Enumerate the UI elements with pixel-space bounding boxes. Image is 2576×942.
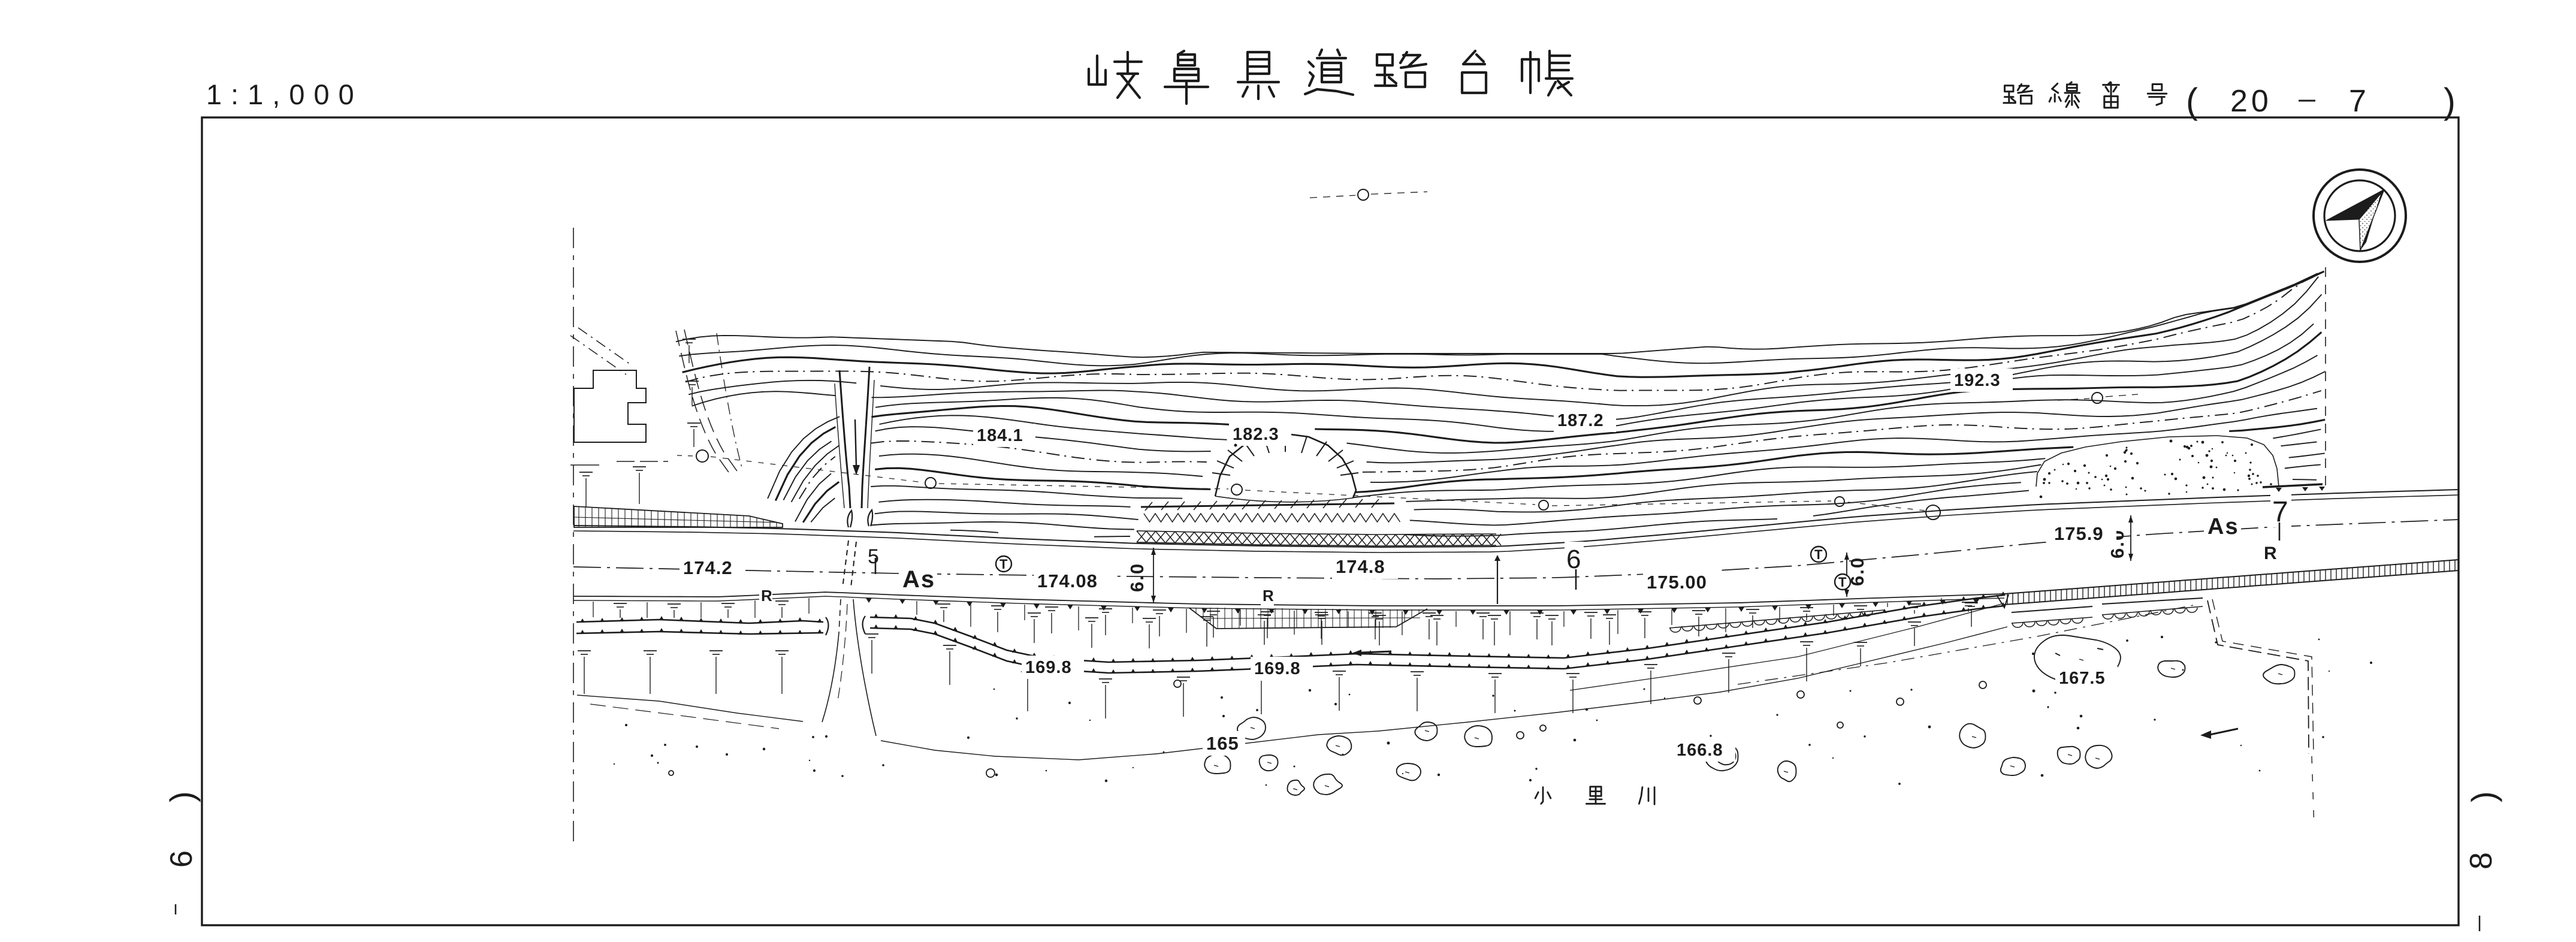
svg-text:7: 7 <box>2349 84 2366 119</box>
svg-text:R: R <box>1263 587 1274 605</box>
svg-text:174.2: 174.2 <box>683 557 733 578</box>
svg-text:R: R <box>2264 544 2277 563</box>
svg-text:169.8: 169.8 <box>1025 658 1072 677</box>
svg-text:1:1,000: 1:1,000 <box>206 78 363 110</box>
svg-text:167.5: 167.5 <box>2059 669 2106 688</box>
svg-text:As: As <box>902 566 935 593</box>
svg-text:(: ( <box>2186 81 2198 121</box>
svg-text:182.3: 182.3 <box>1233 425 1279 444</box>
svg-text:7: 7 <box>2272 496 2288 528</box>
svg-text:6: 6 <box>1566 545 1581 574</box>
svg-text:6: 6 <box>164 850 199 868</box>
svg-text:20: 20 <box>2230 84 2272 119</box>
svg-text:R: R <box>761 587 772 605</box>
svg-text:): ) <box>2444 81 2456 121</box>
svg-text:166.8: 166.8 <box>1677 741 1723 760</box>
svg-text:187.2: 187.2 <box>1557 411 1604 430</box>
svg-text:T: T <box>1838 575 1847 590</box>
svg-text:184.1: 184.1 <box>977 426 1023 445</box>
svg-text:174.8: 174.8 <box>1336 556 1385 577</box>
svg-text:192.3: 192.3 <box>1954 371 2001 390</box>
svg-text:8: 8 <box>2464 852 2499 869</box>
svg-text:165: 165 <box>1206 733 1239 754</box>
svg-text:As: As <box>2207 514 2239 539</box>
svg-text:5: 5 <box>868 545 879 568</box>
svg-text:6.0: 6.0 <box>1127 563 1147 592</box>
svg-text:169.8: 169.8 <box>1254 659 1301 678</box>
svg-text:): ) <box>163 791 201 802</box>
svg-text:175.00: 175.00 <box>1647 572 1707 593</box>
svg-text:T: T <box>1814 547 1823 562</box>
svg-text:T: T <box>999 557 1008 572</box>
svg-text:): ) <box>2465 791 2502 802</box>
svg-text:174.08: 174.08 <box>1037 570 1098 591</box>
svg-text:175.9: 175.9 <box>2054 523 2104 544</box>
